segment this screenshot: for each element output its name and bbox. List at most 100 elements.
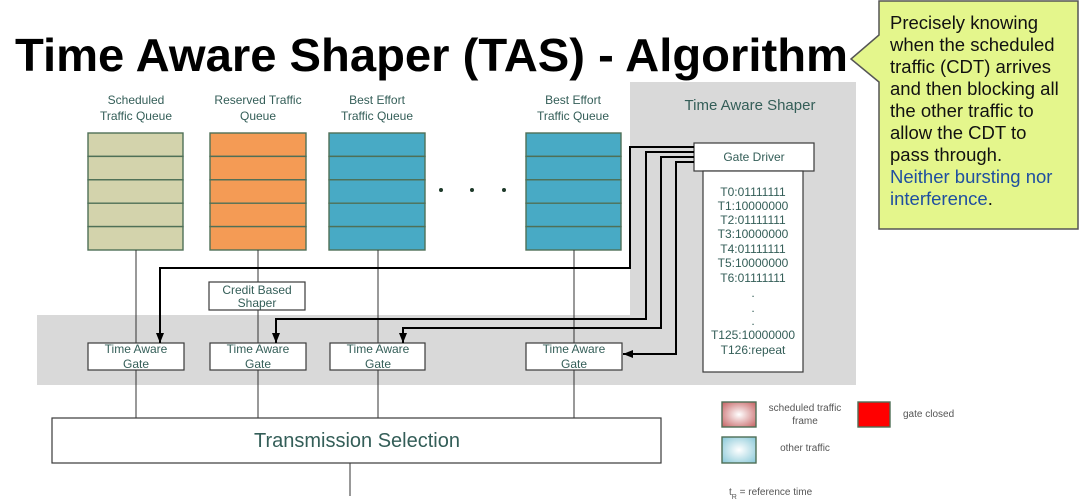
legend-swatch-other-traffic [721, 436, 757, 464]
gate-control-entry: T2:01111111 [720, 213, 786, 227]
callout-emphasis-word: interference [890, 188, 988, 209]
gate-box [87, 342, 185, 371]
gate-label: Gate [123, 357, 149, 371]
callout-line: pass through. [890, 144, 1002, 165]
gate-box [209, 342, 307, 371]
gate-box [329, 342, 426, 371]
queue-slot [209, 225, 307, 251]
credit-based-shaper-label: Shaper [238, 296, 277, 310]
time-aware-gate-1: Time Aware Gate [87, 342, 185, 371]
callout-line: when the scheduled [889, 34, 1055, 55]
callout-line: the other traffic to [890, 100, 1034, 121]
ellipsis-dot [470, 188, 474, 192]
control-wire-gate-4 [623, 161, 694, 358]
credit-based-shaper: Credit Based Shaper [208, 281, 306, 311]
queue-label-best-effort: Traffic Queue [341, 109, 413, 123]
callout-line: traffic (CDT) arrives [890, 56, 1051, 77]
callout-bubble [849, 0, 1079, 230]
legend-swatch-gate-closed [857, 401, 891, 428]
queue-slot [525, 225, 622, 251]
queue-slot [209, 179, 307, 204]
gate-control-entry: T3:10000000 [718, 227, 789, 241]
legend-label-gate-closed: gate closed [903, 409, 954, 420]
callout-emphasis-line: Neither bursting nor [890, 166, 1052, 187]
queue-best-effort-last [525, 132, 622, 251]
reference-time-note: tR = reference time [729, 487, 813, 501]
callout-emphasis-line: interference. [890, 188, 993, 209]
gate-control-ellipsis: . [751, 286, 754, 300]
gate-label: Time Aware [347, 342, 410, 356]
reference-time-text: = reference time [737, 487, 813, 498]
gate-control-list: T0:01111111 T1:10000000 T2:01111111 T3:1… [702, 170, 804, 373]
queue-reserved [209, 132, 307, 251]
queue-label-best-effort: Best Effort [349, 93, 405, 107]
queue-scheduled [87, 132, 184, 251]
credit-based-shaper-label: Credit Based [222, 283, 291, 297]
queue-best-effort [328, 132, 426, 251]
gate-label: Time Aware [543, 342, 606, 356]
queue-slot [87, 179, 184, 204]
control-wire-gate-1 [156, 146, 694, 343]
gate-box [525, 342, 623, 371]
reference-time-subscript: R [732, 494, 737, 501]
queue-slot [209, 202, 307, 228]
queue-slot [525, 202, 622, 228]
gate-label: Gate [365, 357, 391, 371]
gate-control-entry: T6:01111111 [720, 271, 786, 285]
gate-label: Time Aware [105, 342, 168, 356]
gate-control-ellipsis: . [751, 301, 754, 315]
queue-slot [328, 202, 426, 228]
legend-label-other-traffic: other traffic [780, 443, 830, 454]
gate-label: Gate [561, 357, 587, 371]
queue-label-reserved: Reserved Traffic [214, 93, 301, 107]
time-aware-gate-3: Time Aware Gate [329, 342, 426, 371]
gate-control-list-box [702, 170, 804, 373]
gate-control-ellipsis: . [751, 314, 754, 328]
gate-driver: Gate Driver [693, 142, 815, 172]
legend-swatch-scheduled-frame [721, 401, 757, 428]
gate-driver-box [693, 142, 815, 172]
callout: Precisely knowing when the scheduled tra… [849, 0, 1079, 230]
queue-slot [328, 225, 426, 251]
queue-slot [209, 155, 307, 181]
gate-driver-label: Gate Driver [723, 150, 784, 164]
control-wire-gate-2 [272, 151, 694, 343]
queue-label-best-effort-last: Traffic Queue [537, 109, 609, 123]
queue-slot [87, 202, 184, 228]
callout-trailing-period: . [988, 188, 993, 209]
gate-control-entry: T0:01111111 [720, 185, 786, 199]
callout-line: allow the CDT to [890, 122, 1026, 143]
queue-slot [525, 155, 622, 181]
more-queues-ellipsis [439, 188, 506, 192]
ellipsis-dot [439, 188, 443, 192]
gate-label: Time Aware [227, 342, 290, 356]
queue-slot [525, 132, 622, 158]
gate-control-entry: T4:01111111 [720, 242, 786, 256]
reference-time-symbol: t [729, 487, 732, 498]
queue-label-scheduled: Traffic Queue [100, 109, 172, 123]
control-wire-gate-3 [399, 156, 694, 343]
legend: scheduled traffic frame gate closed othe… [721, 401, 954, 501]
queue-slot [209, 132, 307, 158]
gate-control-entry: T5:10000000 [718, 256, 789, 270]
gate-control-entry: T125:10000000 [711, 328, 795, 342]
ellipsis-dot [502, 188, 506, 192]
legend-label-scheduled-frame: frame [792, 416, 818, 427]
queue-label-best-effort-last: Best Effort [545, 93, 601, 107]
queue-slot [328, 179, 426, 204]
gate-control-entry: T126:repeat [721, 343, 786, 357]
callout-line: Precisely knowing [890, 12, 1038, 33]
gate-control-entry: T1:10000000 [718, 199, 789, 213]
slide-title: Time Aware Shaper (TAS) - Algorithm [15, 29, 848, 81]
queue-label-reserved: Queue [240, 109, 276, 123]
transmission-selection-label: Transmission Selection [254, 430, 460, 452]
time-aware-gate-2: Time Aware Gate [209, 342, 307, 371]
queue-slot [87, 225, 184, 251]
legend-label-scheduled-frame: scheduled traffic [769, 403, 842, 414]
transmission-selection-box [51, 417, 662, 464]
queue-label-scheduled: Scheduled [108, 93, 165, 107]
time-aware-shaper-label: Time Aware Shaper [685, 97, 816, 114]
gate-label: Gate [245, 357, 271, 371]
credit-based-shaper-box [208, 281, 306, 311]
